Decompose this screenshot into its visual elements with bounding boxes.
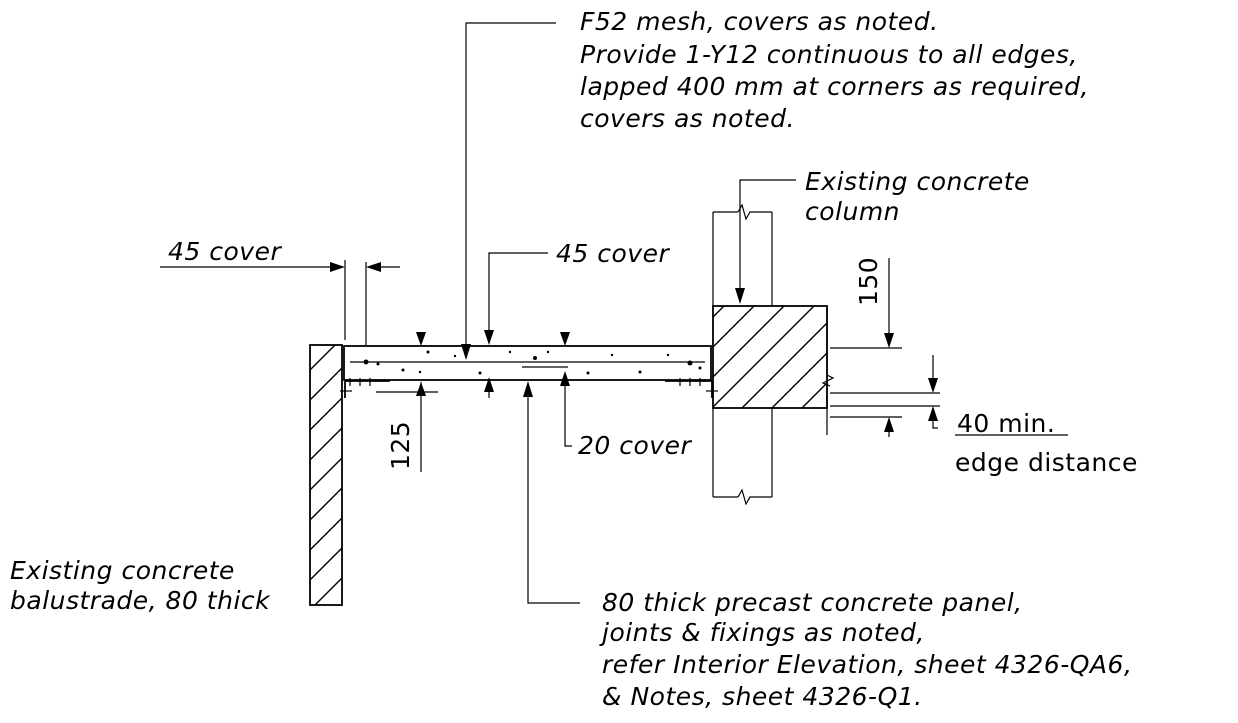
- column-section: [712, 203, 835, 506]
- cover-bottom-dimension: [560, 332, 572, 447]
- cover-bottom-label: 20 cover: [578, 431, 692, 460]
- edge-distance-dimension: [830, 355, 1068, 436]
- mesh-note: F52 mesh, covers as noted. Provide 1-Y12…: [580, 7, 1089, 133]
- cover-left-dimension: [160, 260, 400, 345]
- cover-top-label: 45 cover: [556, 239, 670, 268]
- concrete-aggregate: [363, 350, 702, 375]
- dim-150-dimension: [830, 258, 902, 437]
- column-leader: [735, 179, 796, 304]
- edge-distance-label: edge distance: [955, 448, 1138, 477]
- column-note-line-1: Existing concrete: [805, 167, 1030, 196]
- balustrade-note-line-2: balustrade, 80 thick: [10, 586, 271, 615]
- column-note-line-2: column: [805, 197, 900, 226]
- panel-note: 80 thick precast concrete panel, joints …: [599, 588, 1132, 711]
- mesh-leader: [461, 22, 556, 360]
- panel-leader: [523, 381, 580, 604]
- cover-top-dimension: [416, 252, 548, 398]
- dim-150-label: 150: [854, 257, 883, 306]
- panel-note-line-1: 80 thick precast concrete panel,: [602, 588, 1023, 617]
- mesh-note-line-1: F52 mesh, covers as noted.: [580, 7, 939, 36]
- column-note: Existing concrete column: [805, 167, 1030, 226]
- panel-note-line-2: joints & fixings as noted,: [599, 618, 925, 647]
- mesh-note-line-2: Provide 1-Y12 continuous to all edges,: [580, 40, 1078, 69]
- fixing-angle-left: [340, 378, 390, 398]
- mesh-note-line-3: lapped 400 mm at corners as required,: [580, 72, 1089, 101]
- panel-note-line-4: & Notes, sheet 4326-Q1.: [602, 682, 923, 711]
- fixing-angle-right: [665, 378, 718, 398]
- balustrade-note-line-1: Existing concrete: [10, 556, 235, 585]
- panel-note-line-3: refer Interior Elevation, sheet 4326-QA6…: [602, 650, 1132, 679]
- dim-125-dimension: [376, 382, 438, 472]
- cover-left-label: 45 cover: [168, 237, 282, 266]
- balustrade-wall: [309, 344, 343, 606]
- mesh-note-line-4: covers as noted.: [580, 104, 795, 133]
- precast-panel: [343, 345, 712, 381]
- edge-distance-value: 40 min.: [957, 409, 1055, 438]
- balustrade-note: Existing concrete balustrade, 80 thick: [10, 556, 271, 615]
- dim-125-label: 125: [386, 421, 415, 470]
